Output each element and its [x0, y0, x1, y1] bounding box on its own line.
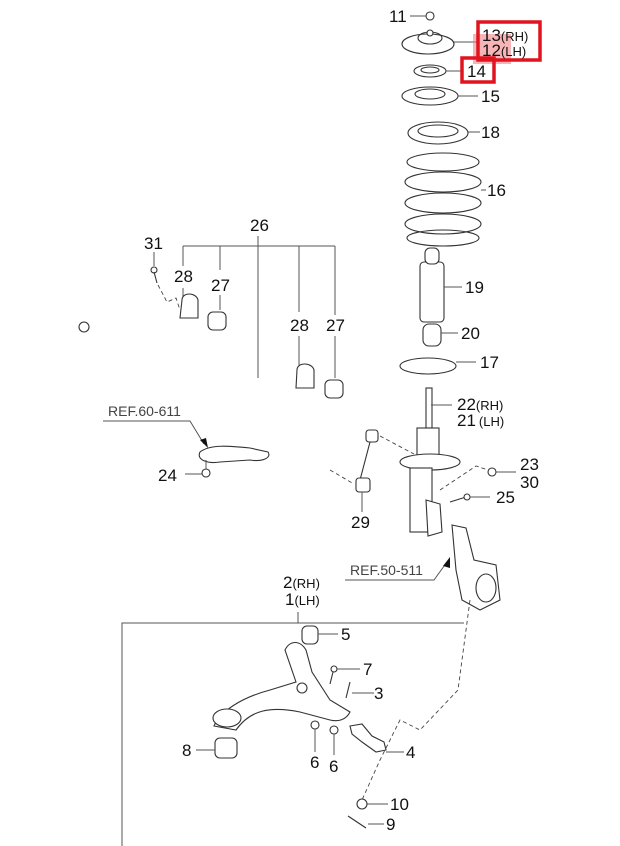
part-27-bushing-left[interactable]	[207, 311, 227, 331]
callout-3[interactable]: 3	[374, 684, 383, 703]
part-16-coil-spring[interactable]	[404, 152, 486, 247]
callout-18[interactable]: 18	[481, 123, 500, 142]
part-2-1-lower-arm[interactable]	[212, 641, 351, 731]
callout-6-left[interactable]: 6	[310, 753, 319, 772]
part-24-nut-and-bracket[interactable]	[185, 445, 270, 478]
steering-knuckle[interactable]	[451, 524, 501, 611]
part-9-cotter-pin[interactable]	[347, 815, 384, 829]
callout-19[interactable]: 19	[465, 278, 484, 297]
callout-31[interactable]: 31	[144, 234, 163, 253]
part-5-bushing[interactable]	[301, 625, 338, 645]
callout-21[interactable]: 21(LH)	[457, 411, 504, 430]
lower-arm-group-box	[121, 612, 464, 846]
callout-20[interactable]: 20	[461, 324, 480, 343]
callout-26[interactable]: 26	[250, 216, 269, 235]
part-20-bump-stopper[interactable]	[422, 323, 458, 347]
part-6-nut-right[interactable]	[329, 725, 339, 755]
ref-50-511-leader	[345, 557, 450, 581]
callout-23[interactable]: 23	[520, 455, 539, 474]
callout-2[interactable]: 2(RH)	[283, 573, 320, 592]
part-28-clamp-left[interactable]	[179, 293, 199, 319]
callout-25[interactable]: 25	[496, 488, 515, 507]
callout-6-right[interactable]: 6	[329, 757, 338, 776]
part-22-21-strut[interactable]	[399, 387, 461, 537]
part-3-bolt[interactable]	[345, 681, 374, 699]
callout-8[interactable]: 8	[182, 741, 191, 760]
callout-30[interactable]: 30	[520, 473, 539, 492]
part-25-bolt[interactable]	[449, 493, 490, 503]
part-17-lower-pad[interactable]	[399, 357, 476, 375]
callout-17[interactable]: 17	[480, 353, 499, 372]
part-18-spring-seat[interactable]	[407, 121, 480, 145]
part-19-dust-boot[interactable]	[419, 247, 462, 323]
ref-60-611-link[interactable]: REF.60-611	[108, 403, 181, 419]
callout-24[interactable]: 24	[158, 466, 177, 485]
callout-29[interactable]: 29	[351, 513, 370, 532]
part-15-insulator[interactable]	[401, 86, 478, 106]
part-8-bushing[interactable]	[196, 737, 238, 759]
part-28-clamp-right[interactable]	[295, 363, 315, 389]
callout-10[interactable]: 10	[390, 795, 409, 814]
callout-22[interactable]: 22(RH)	[457, 395, 503, 414]
part-29-stabilizer-link[interactable]	[329, 429, 415, 512]
part-31-bolt[interactable]	[150, 252, 181, 311]
callout-27-right[interactable]: 27	[326, 316, 345, 335]
ref-60-611-leader	[103, 420, 208, 448]
callout-1[interactable]: 1(LH)	[285, 590, 320, 609]
highlight-14	[460, 56, 496, 84]
callout-16[interactable]: 16	[487, 181, 506, 200]
callout-4[interactable]: 4	[406, 743, 415, 762]
part-7-bolt[interactable]	[329, 665, 360, 685]
callout-27-left[interactable]: 27	[211, 276, 230, 295]
callout-28-right[interactable]: 28	[290, 316, 309, 335]
callout-14[interactable]: 14	[467, 62, 486, 81]
callout-13[interactable]: 13(RH)	[482, 26, 528, 45]
callout-28-left[interactable]: 28	[174, 267, 193, 286]
callout-9[interactable]: 9	[386, 815, 395, 834]
callout-7[interactable]: 7	[363, 660, 372, 679]
part-14-bearing[interactable]	[413, 64, 462, 78]
part-27-bushing-right[interactable]	[324, 379, 344, 399]
dashed-assembly-line	[361, 599, 471, 801]
part-26-stabilizer-bar[interactable]	[78, 314, 338, 472]
callout-11[interactable]: 11	[389, 7, 407, 26]
part-6-nut-left[interactable]	[310, 720, 320, 752]
callout-26-leaders	[182, 236, 336, 378]
callout-12[interactable]: 12(LH)	[482, 41, 526, 60]
part-10-nut[interactable]	[356, 798, 388, 810]
part-13-12-strut-mount[interactable]	[401, 29, 478, 55]
part-4-ball-joint[interactable]	[349, 723, 404, 753]
ref-50-511-link[interactable]: REF.50-511	[350, 562, 423, 578]
part-11-nut[interactable]	[410, 11, 435, 21]
callout-5[interactable]: 5	[341, 625, 350, 644]
callout-15[interactable]: 15	[481, 87, 500, 106]
part-23-30-nut[interactable]	[439, 465, 516, 491]
